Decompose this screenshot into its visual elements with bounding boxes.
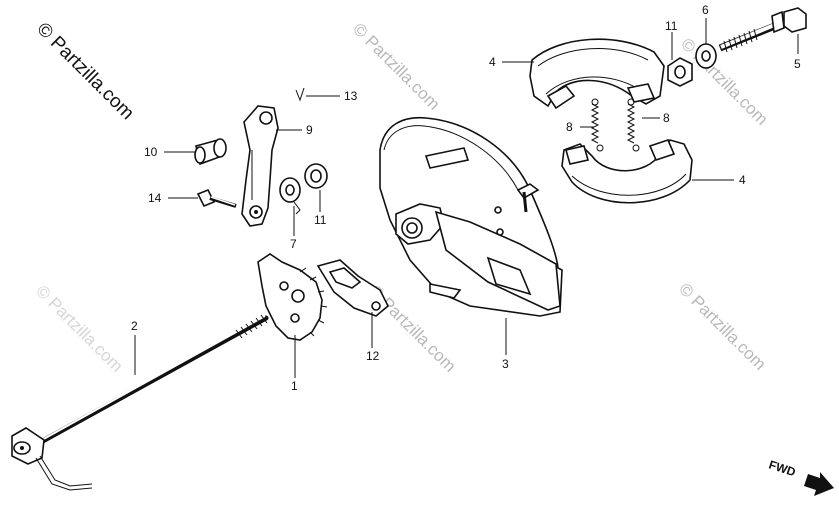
indicator-plate [316, 259, 389, 317]
callout-11-left: 11 [314, 213, 327, 227]
callout-8-right: 8 [663, 111, 670, 125]
nut [667, 57, 693, 87]
callout-12: 12 [366, 349, 380, 363]
callout-8-left: 8 [566, 120, 573, 134]
watermark: © Partzilla.com [349, 19, 443, 113]
shoe-spring-right [626, 98, 640, 152]
watermark: © Partzilla.com [675, 279, 769, 373]
callout-6: 6 [702, 3, 709, 17]
brake-rod [11, 314, 269, 491]
callout-7: 7 [290, 237, 297, 251]
shoe-spring-left [590, 98, 604, 152]
brake-shoe-lower [561, 139, 693, 204]
cotter-pin [295, 87, 305, 102]
adjusting-bolt [718, 7, 807, 53]
washer-6 [695, 43, 717, 69]
washer [304, 163, 328, 189]
leader-lines [134, 18, 799, 378]
callouts: 2 1 12 3 4 4 5 6 11 8 8 9 10 13 14 7 11 [131, 3, 801, 393]
callout-5: 5 [794, 57, 801, 71]
brake-lever [241, 105, 279, 227]
callout-13: 13 [344, 89, 358, 103]
callout-11-right: 11 [665, 19, 678, 33]
brake-panel [379, 116, 563, 317]
callout-4-lower: 4 [739, 173, 746, 187]
callout-1: 1 [291, 379, 298, 393]
fwd-label: FWD [767, 458, 798, 480]
forward-direction-indicator: FWD [767, 458, 834, 496]
callout-3: 3 [502, 357, 509, 371]
callout-2: 2 [131, 319, 138, 333]
brake-shoe-upper [529, 38, 665, 110]
watermark-main: © Partzilla.com [32, 19, 137, 124]
callout-9: 9 [306, 123, 313, 137]
arrow-right-icon [804, 472, 834, 496]
pin [194, 138, 227, 166]
watermark: © Partzilla.com [32, 281, 126, 375]
callout-4-upper: 4 [489, 55, 496, 69]
callout-14: 14 [148, 191, 162, 205]
bolt [196, 188, 237, 208]
spring-washer [279, 177, 301, 215]
brake-arm [257, 253, 328, 341]
callout-10: 10 [144, 145, 158, 159]
